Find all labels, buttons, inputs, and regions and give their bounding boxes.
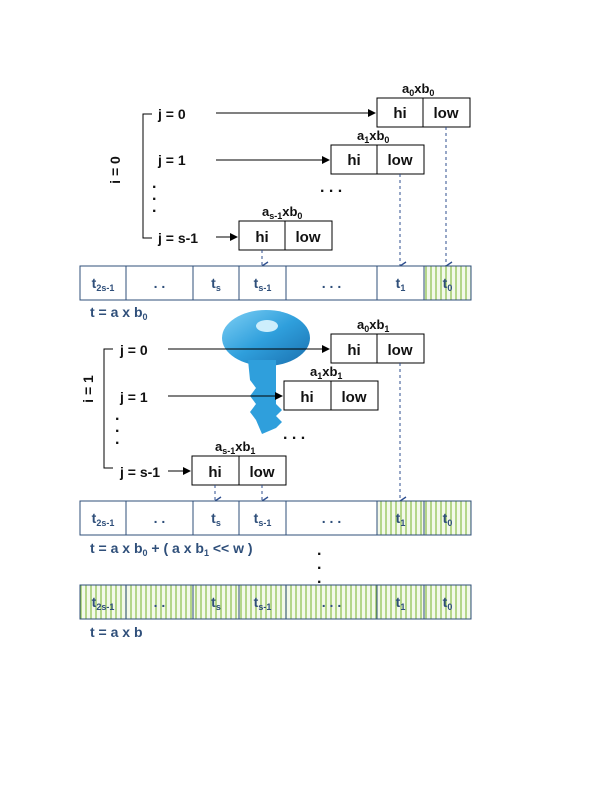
- register-3-cell-5: [376, 584, 425, 620]
- register-1-caption: t = a x b0: [90, 304, 148, 322]
- register-1-label-0: t2s-1: [92, 275, 115, 293]
- i1-js1-pair: hi low: [191, 455, 287, 486]
- register-2-cell-6: [423, 500, 472, 536]
- register-3-label-1: . .: [154, 594, 166, 610]
- i1-j0-pair: hi low: [330, 333, 425, 364]
- i1-ellipsis: . . .: [283, 426, 305, 443]
- register-2: t2s-1 . . ts ts-1 . . . t1 t0: [79, 500, 472, 536]
- register-1-cell-2: [192, 265, 240, 301]
- i1-j0-hi: hi: [347, 342, 360, 359]
- i0-js1-pair: hi low: [238, 220, 333, 251]
- register-2-cell-1: [125, 500, 194, 536]
- register-3-label-4: . . .: [322, 594, 341, 610]
- svg-text:.: .: [115, 431, 119, 448]
- i1-j1-pair: hi low: [283, 380, 379, 411]
- register-1-label-2: ts: [211, 275, 221, 293]
- register-1-cell-1: [125, 265, 194, 301]
- register-1-cell-4: [285, 265, 378, 301]
- svg-text:.: .: [115, 419, 119, 436]
- register-2-label-4: . . .: [322, 510, 341, 526]
- i0-j0-low: low: [434, 105, 459, 122]
- register-3-cell-6: [423, 584, 472, 620]
- register-2-cell-5: [376, 500, 425, 536]
- register-1-label-6: t0: [443, 275, 453, 293]
- register-3-cell-1: [125, 584, 194, 620]
- final-caption: t = a x b: [90, 624, 143, 640]
- i0-ellipsis: . . .: [320, 179, 342, 196]
- register-1-cell-0: [79, 265, 127, 301]
- register-3-label-3: ts-1: [254, 594, 272, 612]
- i0-vertical-dots: .: [152, 175, 156, 192]
- i1-j1-low: low: [342, 389, 367, 406]
- i1-j1-label: j = 1: [119, 389, 148, 405]
- i0-js1-low: low: [296, 229, 321, 246]
- svg-text:.: .: [317, 556, 321, 573]
- i1-j1-product: a1xb1: [310, 364, 342, 381]
- svg-text:.: .: [152, 187, 156, 204]
- register-3-cell-3: [238, 584, 287, 620]
- register-3-label-6: t0: [443, 594, 453, 612]
- key-icon: [222, 310, 310, 434]
- svg-text:.: .: [317, 570, 321, 587]
- register-1-label-1: . .: [154, 275, 166, 291]
- i0-dashed-arrows: [262, 127, 446, 266]
- i0-j0-label: j = 0: [157, 106, 186, 122]
- register-3-label-0: t2s-1: [92, 594, 115, 612]
- i1-dashed-arrows: [215, 363, 400, 501]
- register-2-label-6: t0: [443, 510, 453, 528]
- register-1-cell-6: [423, 265, 472, 301]
- i0-j0-product: a0xb0: [402, 81, 434, 98]
- i1-j0-product: a0xb1: [357, 317, 389, 334]
- i0-j0-pair: hi low: [376, 97, 471, 128]
- i0-j0-hi: hi: [393, 105, 406, 122]
- register-1-cell-3: [238, 265, 287, 301]
- i1-js1-low: low: [250, 464, 275, 481]
- register-2-label-5: t1: [396, 510, 406, 528]
- i0-j1-product: a1xb0: [357, 128, 389, 145]
- i0-j1-pair: hi low: [330, 144, 425, 175]
- register-1-label-3: ts-1: [254, 275, 272, 293]
- register-1: t2s-1 . . ts ts-1 . . . t1 t0: [79, 265, 472, 301]
- block-i0: i = 0 j = 0 a0xb0 hi low j = 1 a1xb0 hi …: [107, 81, 471, 266]
- register-2-cell-4: [285, 500, 378, 536]
- i0-js1-hi: hi: [255, 229, 268, 246]
- register-2-label-2: ts: [211, 510, 221, 528]
- register-3-cell-2: [192, 584, 240, 620]
- i1-js1-product: as-1xb1: [215, 439, 255, 456]
- register-2-caption: t = a x b0 + ( a x b1 << w ): [90, 540, 253, 558]
- i0-label: i = 0: [107, 156, 123, 184]
- i0-js1-label: j = s-1: [157, 230, 198, 246]
- i1-js1-hi: hi: [208, 464, 221, 481]
- i1-j0-label: j = 0: [119, 342, 148, 358]
- register-1-label-4: . . .: [322, 275, 341, 291]
- i1-vertical-dots: .: [115, 407, 119, 424]
- register-3-cell-4: [285, 584, 378, 620]
- register-2-label-0: t2s-1: [92, 510, 115, 528]
- i0-j1-label: j = 1: [157, 152, 186, 168]
- register-final: t2s-1 . . ts ts-1 . . . t1 t0: [79, 584, 472, 620]
- i1-label: i = 1: [80, 375, 96, 403]
- svg-text:.: .: [152, 199, 156, 216]
- register-3-cell-0: [79, 584, 127, 620]
- i1-js1-label: j = s-1: [119, 464, 160, 480]
- i0-j1-hi: hi: [347, 152, 360, 169]
- i1-j1-hi: hi: [300, 389, 313, 406]
- register-1-label-5: t1: [396, 275, 406, 293]
- register-2-cell-0: [79, 500, 127, 536]
- continuation-dots: .: [317, 542, 321, 559]
- block-i1: i = 1 j = 0 a0xb1 hi low j = 1 a1xb1 hi …: [80, 317, 425, 501]
- i1-j0-low: low: [388, 342, 413, 359]
- register-2-label-1: . .: [154, 510, 166, 526]
- i0-js1-product: as-1xb0: [262, 204, 302, 221]
- register-3-label-5: t1: [396, 594, 406, 612]
- register-2-label-3: ts-1: [254, 510, 272, 528]
- i0-j1-low: low: [388, 152, 413, 169]
- register-3-label-2: ts: [211, 594, 221, 612]
